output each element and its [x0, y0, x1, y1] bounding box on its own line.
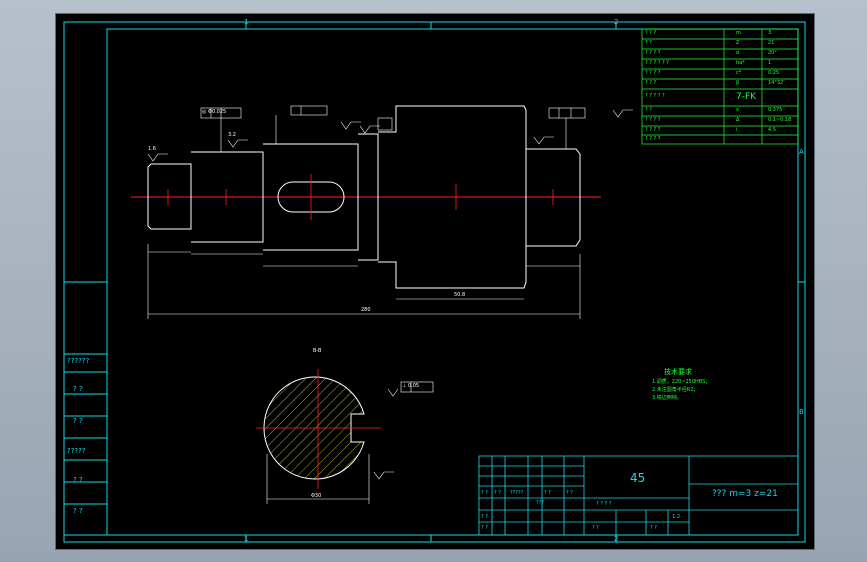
title-cell: ???	[536, 500, 544, 506]
param-name: ? ? ?	[645, 80, 657, 86]
title-scale: 1:2	[672, 514, 681, 520]
param-symbol: x	[736, 107, 739, 113]
parameter-table	[641, 28, 799, 145]
param-symbol: Δ	[736, 117, 740, 123]
param-name: ? ? ? ? ? ?	[645, 60, 669, 66]
gear-width-dim: 50.8	[454, 292, 466, 298]
tech-requirement-line: 1.调质，220~250HBS；	[652, 379, 711, 385]
center-marks	[167, 174, 554, 220]
param-name: ? ?	[645, 107, 652, 113]
outer-frame	[63, 21, 806, 543]
left-strip	[63, 281, 108, 536]
tech-requirement-line: 3.锐边倒钝。	[652, 395, 682, 401]
param-name: ? ? ?	[645, 30, 657, 36]
title-block	[478, 455, 799, 536]
left-strip-label: ? ?	[73, 417, 83, 425]
title-cell: ? ?	[494, 490, 501, 496]
tech-requirement-line: 2.未注圆角半径R2；	[652, 387, 699, 393]
border-marker-right-a: A	[799, 148, 804, 156]
section-label: B-B	[313, 348, 322, 354]
title-drawing-name: ??? m=3 z=21	[712, 489, 778, 499]
param-value: 14°32'	[768, 80, 785, 86]
left-strip-label: ??????	[67, 357, 90, 365]
cad-drawing	[63, 21, 806, 543]
param-symbol: Z	[736, 40, 740, 46]
tolerance-frame-label: ◎ Φ0.025	[202, 109, 227, 115]
title-cell: ? ?	[650, 525, 657, 531]
left-strip-label: ? ?	[73, 476, 83, 484]
param-note: ? ? ? ?	[645, 136, 661, 142]
title-cell: ? ?	[544, 490, 551, 496]
title-cell: ? ?	[481, 525, 488, 531]
section-width-dim: Φ30	[311, 493, 322, 499]
param-value: 0.25	[768, 70, 780, 76]
tolerance-frame-label: ⊥ 0.05	[402, 383, 420, 389]
finish-symbols	[147, 109, 633, 162]
left-strip-label: ? ?	[73, 385, 83, 393]
param-name: ? ? ? ?	[645, 50, 661, 56]
border-marker-right-b: B	[799, 408, 804, 416]
title-cell: ? ? ? ?	[596, 501, 612, 507]
title-cell: ? ?	[481, 490, 488, 496]
overall-length-dim: 280	[361, 307, 371, 313]
param-value: 21	[768, 40, 775, 46]
param-value: 3	[768, 30, 772, 36]
param-value: 0.1~0.18	[768, 117, 792, 123]
param-name: ? ? ? ? ?	[645, 93, 665, 99]
title-material: 45	[630, 471, 646, 485]
surface-finish-label: 3.2	[228, 132, 236, 138]
param-symbol: ha*	[736, 60, 745, 66]
param-symbol: m	[736, 30, 741, 36]
param-value-accuracy: 7-FK	[736, 92, 757, 102]
tolerance-frames	[200, 105, 586, 393]
param-name: ? ?	[645, 40, 652, 46]
inner-frame	[106, 28, 799, 536]
border-marker-top-2: 2	[614, 18, 619, 26]
surface-finish-label: 1.6	[148, 146, 156, 152]
border-marker-bottom-2: 2	[614, 535, 619, 543]
param-symbol: i	[736, 127, 738, 133]
param-name: ? ? ? ?	[645, 117, 661, 123]
param-name: ? ? ? ?	[645, 127, 661, 133]
param-symbol: α	[736, 50, 740, 56]
border-marker-bottom-1: 1	[244, 535, 249, 543]
tech-requirements-title: 技术要求	[664, 368, 692, 376]
border-marker-top-1: 1	[244, 18, 249, 26]
param-symbol: c*	[736, 70, 742, 76]
param-value: 20°	[768, 50, 777, 56]
title-cell: ? ?	[566, 490, 573, 496]
title-cell: ? ?	[592, 525, 599, 531]
left-strip-label: ? ?	[73, 507, 83, 515]
title-cell: ?????	[510, 490, 524, 496]
section-view	[256, 369, 399, 504]
title-cell: ? ?	[481, 514, 488, 520]
dimension-lines	[147, 244, 581, 319]
param-value: 4.5	[768, 127, 776, 133]
param-name: ? ? ? ?	[645, 70, 661, 76]
left-strip-label: ?????	[67, 447, 86, 455]
param-value: 1	[768, 60, 772, 66]
drawing-viewport[interactable]: 1 2 1 2 A B ? ? ? m 3 ? ? Z 21 ? ? ? ? α…	[55, 13, 815, 550]
param-value: 0.375	[768, 107, 783, 113]
param-symbol: β	[736, 80, 740, 86]
